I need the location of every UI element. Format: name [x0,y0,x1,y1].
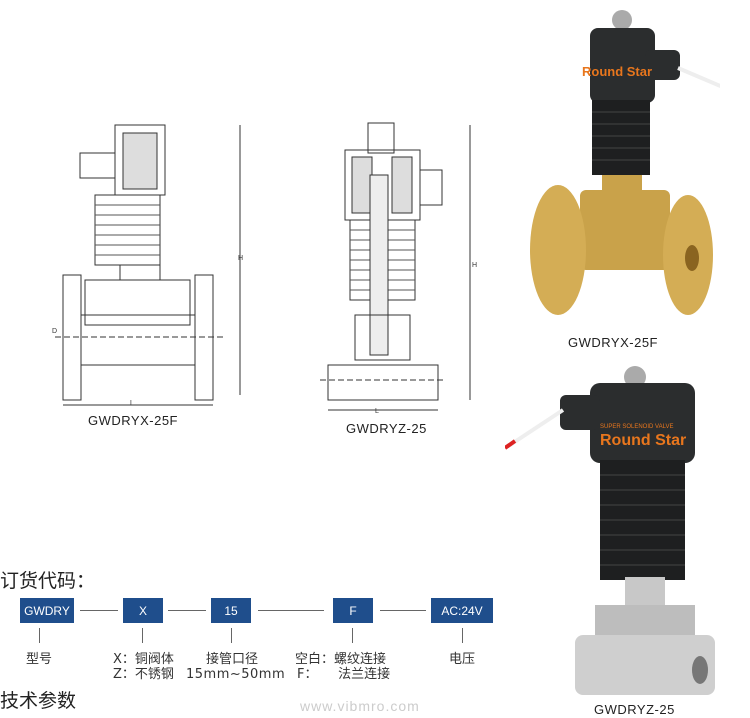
desc-model: 型号 [26,652,53,667]
valve-drawing-threaded [320,122,471,411]
dim-h-label: H [472,262,478,269]
photo-caption: GWDRYX-25F [568,335,658,350]
tick-line [462,628,463,643]
tick-line [142,628,143,643]
brand-label: Round Star [582,64,653,79]
desc-voltage: 电压 [449,652,476,667]
tick-line [231,628,232,643]
tick-line [39,628,40,643]
code-box-model: GWDRY [20,598,74,623]
code-box-size: 15 [211,598,251,623]
desc-material-x: X：铜阀体 [113,652,174,667]
drawing-caption: GWDRYX-25F [88,413,178,428]
watermark: www.vibmro.com [300,698,420,714]
connector-line [258,610,324,611]
tech-params-title: 技术参数 [0,690,77,712]
drawing-caption: GWDRYZ-25 [346,421,427,436]
dim-h-label: H [238,255,244,262]
valve-drawing-flanged [55,124,241,406]
tick-line [352,628,353,643]
desc-size: 接管口径 [206,652,259,667]
desc-connection-thread: 空白：螺纹连接 [295,652,387,667]
valve-photo-brass-flanged [530,10,720,315]
order-code-title: 订货代码： [0,570,96,592]
dim-d-label: D [52,328,58,335]
connector-line [380,610,426,611]
desc-connection-flange: F： 法兰连接 [297,667,391,682]
connector-line [80,610,118,611]
code-box-voltage: AC:24V [431,598,493,623]
desc-size-range: 15mm~50mm [186,667,286,682]
dim-l-label: L [375,408,379,415]
photo-caption: GWDRYZ-25 [594,702,675,717]
valve-photo-stainless-threaded [505,366,715,695]
code-box-connection: F [333,598,373,623]
dim-l-label: L [130,400,134,407]
desc-material-z: Z：不锈钢 [113,667,174,682]
code-box-material: X [123,598,163,623]
brand-subtitle: SUPER SOLENOID VALVE [600,424,674,430]
connector-line [168,610,206,611]
brand-label: Round Star [600,432,687,449]
